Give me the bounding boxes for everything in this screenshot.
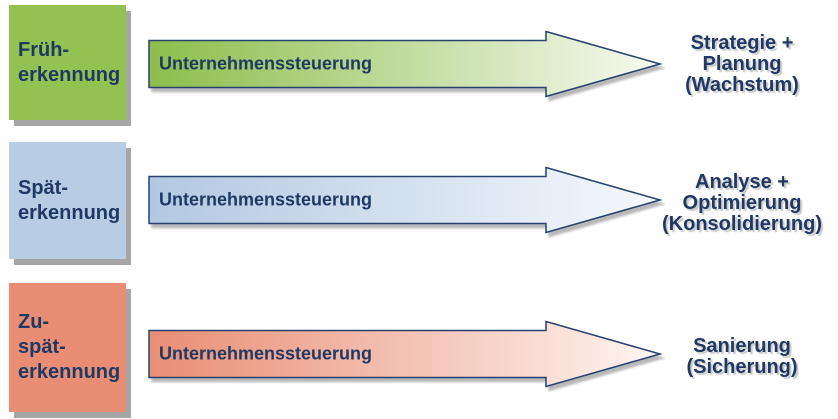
outcome-line: (Sicherung) [686,356,798,378]
stage-label-line: erkennung [18,361,121,383]
stage-box-frueherkennung: Früh- erkennung [9,5,126,120]
stage-box-spaeterkennung: Spät- erkennung [9,142,126,259]
right-arrow-icon [148,320,662,388]
arrow-label: Unternehmenssteuerung [159,189,373,210]
stage-label-line: erkennung [18,63,121,86]
outcome-line: Optimierung [682,192,802,214]
outcome-line: (Konsolidierung) [662,213,822,235]
stage-label-line: erkennung [18,201,121,224]
stage-box-zuspaeterkennung: Zu- spät- erkennung [9,283,126,412]
flow-arrow-zuspaeterkennung: Unternehmenssteuerung [148,320,662,388]
outcome-line: Analyse + [695,171,789,193]
arrow-label: Unternehmenssteuerung [159,53,373,74]
outcome-spaeterkennung: Analyse + Optimierung (Konsolidierung) [627,172,838,235]
outcome-line: (Wachstum) [685,74,799,96]
flow-arrow-spaeterkennung: Unternehmenssteuerung [148,166,662,234]
outcome-line: Sanierung [693,335,791,357]
outcome-frueherkennung: Strategie + Planung (Wachstum) [627,33,838,96]
stage-label-line: spät- [18,336,66,358]
stage-label-line: Spät- [18,176,68,199]
right-arrow-icon [148,166,662,234]
outcome-line: Planung [702,53,782,75]
stage-label-line: Früh- [18,38,70,61]
flow-arrow-frueherkennung: Unternehmenssteuerung [148,30,662,98]
arrow-label: Unternehmenssteuerung [159,343,373,364]
right-arrow-icon [148,30,662,98]
outcome-zuspaeterkennung: Sanierung (Sicherung) [627,336,838,378]
outcome-line: Strategie + [690,32,794,54]
stage-label-line: Zu- [18,311,50,333]
